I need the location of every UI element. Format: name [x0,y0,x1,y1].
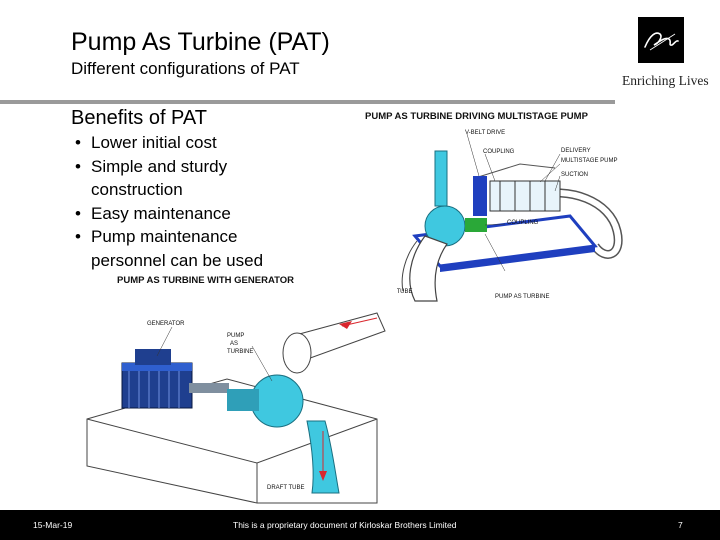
benefit-item: Simple and sturdy [75,155,263,179]
generator-diagram [86,312,386,504]
footer-date: 15-Mar-19 [33,520,73,530]
figure-caption: PUMP AS TURBINE DRIVING MULTISTAGE PUMP [365,111,588,122]
page-number: 7 [678,520,683,530]
benefit-item: Easy maintenance [75,202,263,226]
header-rule [0,100,615,104]
benefits-list: Lower initial cost Simple and sturdy con… [75,131,263,272]
footer-bar: 15-Mar-19 This is a proprietary document… [0,510,720,540]
label-draft-tube: DRAFT TUBE [267,485,305,491]
label-v-belt: V-BELT DRIVE [465,130,506,136]
multistage-diagram [401,133,623,302]
label-multistage: MULTISTAGE PUMP [561,158,618,164]
label-generator: GENERATOR [147,321,185,327]
benefits-heading: Benefits of PAT [71,107,207,129]
logo-signature-icon [644,32,679,51]
label-pump: PUMP [227,333,245,339]
label-suction: SUCTION [561,172,588,178]
slide-title: Pump As Turbine (PAT) [71,28,330,56]
figure-pat-multistage: PUMP AS TURBINE DRIVING MULTISTAGE PUMP … [355,106,643,316]
benefit-item-continuation: personnel can be used [91,250,264,270]
label-as: AS [230,341,239,347]
benefit-item: Pump maintenance [75,225,263,249]
slide-subtitle: Different configurations of PAT [71,59,300,78]
label-coupling-top: COUPLING [483,149,515,155]
benefit-item-continuation: construction [91,180,183,199]
brand-tagline: Enriching Lives [622,73,709,88]
label-pump-as-turbine: PUMP AS TURBINE [495,294,550,300]
footer-notice: This is a proprietary document of Kirlos… [233,520,457,530]
label-coupling-bottom: COUPLING [507,220,539,226]
figure-pat-generator: PUMP AS TURBINE WITH GENERATOR GENERATOR [77,271,397,510]
kirloskar-logo [638,17,684,63]
figure-caption: PUMP AS TURBINE WITH GENERATOR [117,275,294,286]
label-delivery: DELIVERY [561,148,591,154]
label-turbine: TURBINE [227,349,254,355]
benefit-item: Lower initial cost [75,131,263,155]
